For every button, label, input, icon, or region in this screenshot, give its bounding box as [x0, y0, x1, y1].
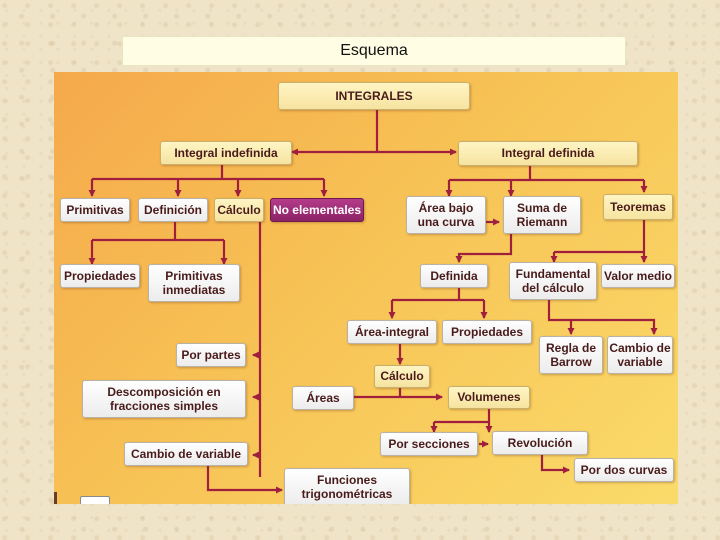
node-cambio-variable-definida: Cambio de variable	[607, 336, 673, 374]
node-primitivas: Primitivas	[60, 198, 130, 222]
node-no-elementales: No elementales	[270, 198, 364, 222]
node-primitivas-inmediatas: Primitivas inmediatas	[148, 264, 240, 302]
concept-map: INTEGRALES Integral indefinida Integral …	[54, 72, 678, 504]
connector-lines	[88, 110, 658, 494]
node-propiedades-definida: Propiedades	[442, 320, 532, 344]
node-volumenes: Volumenes	[448, 386, 530, 409]
node-teoremas: Teoremas	[603, 194, 673, 220]
node-funciones-trigonometricas: Funciones trigonométricas	[284, 468, 410, 504]
node-integral-indefinida: Integral indefinida	[160, 141, 292, 165]
node-por-secciones: Por secciones	[380, 432, 478, 456]
node-valor-medio: Valor medio	[601, 264, 675, 288]
node-definicion: Definición	[138, 198, 208, 222]
node-por-dos-curvas: Por dos curvas	[574, 458, 674, 482]
edge-strip	[54, 492, 57, 504]
node-propiedades-indefinida: Propiedades	[60, 264, 140, 288]
node-calculo-indefinida: Cálculo	[214, 198, 264, 222]
node-cambio-variable-indefinida: Cambio de variable	[124, 442, 248, 466]
node-area-integral: Área-integral	[347, 320, 437, 344]
node-integral-definida: Integral definida	[458, 141, 638, 166]
window-icon	[80, 496, 110, 504]
node-calculo-definida: Cálculo	[374, 365, 430, 388]
node-por-partes: Por partes	[176, 343, 246, 367]
node-suma-riemann: Suma de Riemann	[503, 196, 581, 234]
node-integrales: INTEGRALES	[278, 82, 470, 110]
slide-title: Esquema	[122, 36, 626, 66]
node-area-bajo-curva: Área bajo una curva	[406, 196, 486, 234]
node-fundamental-calculo: Fundamental del cálculo	[509, 262, 597, 300]
node-areas: Áreas	[292, 386, 354, 410]
node-regla-barrow: Regla de Barrow	[539, 336, 603, 374]
node-definida: Definida	[420, 264, 488, 288]
node-descomposicion: Descomposición en fracciones simples	[82, 380, 246, 418]
node-revolucion: Revolución	[492, 431, 588, 455]
